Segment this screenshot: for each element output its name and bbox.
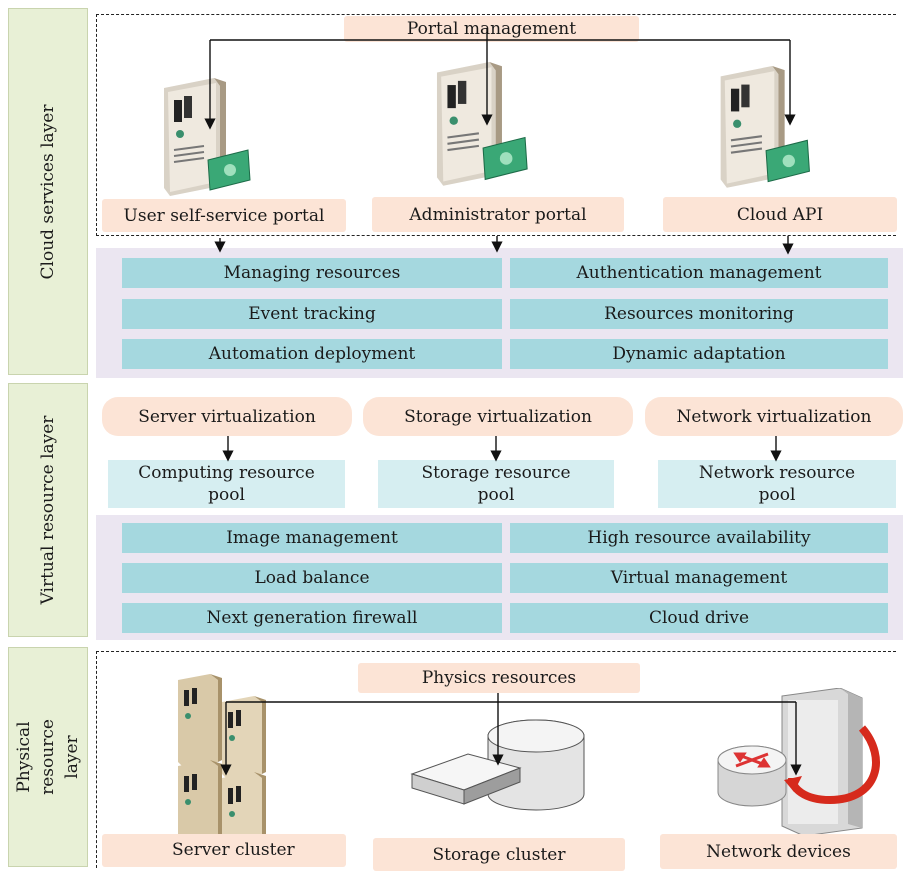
cloud-api-label: Cloud API (663, 197, 897, 232)
server-cluster-icon (178, 674, 266, 850)
server-cluster-label (102, 834, 346, 867)
cloud-function-automation-deployment: Automation deployment (122, 339, 502, 369)
virtual-function-load-balance: Load balance (122, 563, 502, 593)
administrator-portal-server-icon (436, 62, 528, 186)
cloud-function-event-tracking: Event tracking (122, 299, 502, 329)
storage-virtualization-box: Storage virtualization (363, 397, 633, 436)
network-resource-pool-box: Network resource pool (658, 460, 896, 508)
physical-left-dashed-border (96, 651, 97, 868)
cloud-function-resources-monitoring: Resources monitoring (510, 299, 888, 329)
virtual-function-cloud-drive: Cloud drive (510, 603, 888, 633)
physical-top-dashed-border (96, 651, 896, 652)
cloud-services-layer-label: Cloud services layer (8, 8, 88, 375)
storage-resource-pool-box: Storage resource pool (378, 460, 614, 508)
user-portal-server-icon (164, 78, 251, 196)
cloud-function-dynamic-adaptation: Dynamic adaptation (510, 339, 888, 369)
server-cluster-text: Server cluster (172, 840, 295, 860)
virtual-resource-layer-label: Virtual resource layer (8, 383, 88, 637)
administrator-portal-label: Administrator portal (372, 197, 624, 232)
cloud-function-authentication-management: Authentication management (510, 258, 888, 288)
cloud-function-managing-resources: Managing resources (122, 258, 502, 288)
portal-management-box: Portal management (344, 16, 639, 42)
cloud-mid-dashed-border (96, 235, 896, 236)
cloud-api-server-icon (720, 66, 810, 188)
storage-cluster-icon (410, 719, 585, 811)
virtual-function-next-generation-firewall: Next generation firewall (122, 603, 502, 633)
physical-resource-layer-label: Physical resource layer (8, 647, 88, 867)
storage-cluster-label: Storage cluster (373, 838, 625, 871)
computing-resource-pool-box: Computing resource pool (108, 460, 345, 508)
virtual-function-image-management: Image management (122, 523, 502, 553)
cloud-left-dashed-border (96, 14, 97, 236)
server-virtualization-box: Server virtualization (102, 397, 352, 436)
cloud-top-dashed-border (96, 14, 896, 15)
physics-resources-box: Physics resources (358, 663, 640, 693)
virtual-function-high-resource-availability: High resource availability (510, 523, 888, 553)
user-self-service-portal-label: User self-service portal (102, 199, 346, 232)
virtual-function-virtual-management: Virtual management (510, 563, 888, 593)
network-devices-icon (717, 688, 880, 837)
network-devices-label: Network devices (660, 834, 897, 869)
network-virtualization-box: Network virtualization (645, 397, 903, 436)
